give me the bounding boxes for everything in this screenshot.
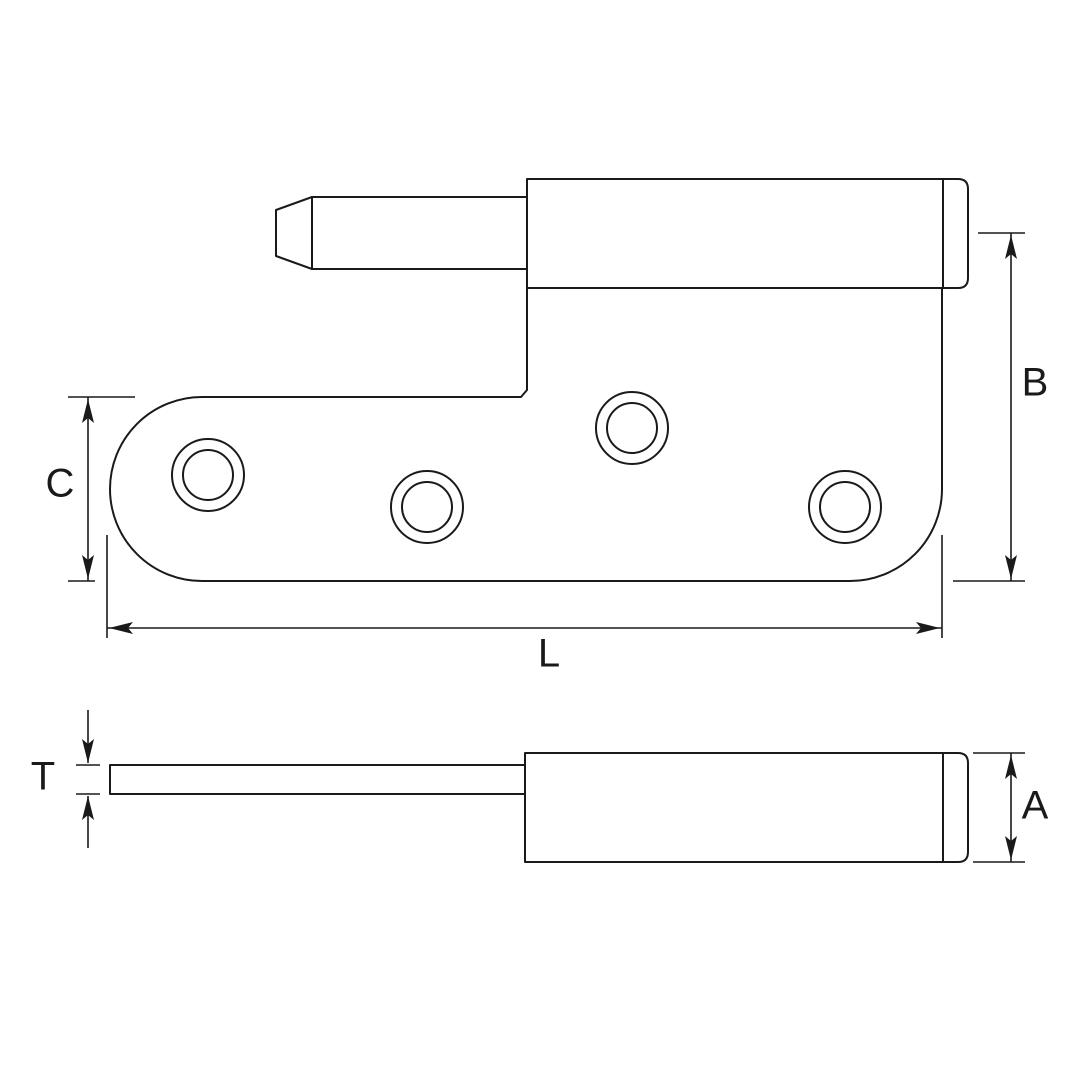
dimension-b-label: B [1022,361,1049,405]
hinge-leaf [109,287,943,582]
dimension-l: L [106,535,943,676]
dimension-c: C [46,396,135,582]
side-barrel-end-cap [942,752,969,863]
top-view: C B L [46,178,1049,676]
dimension-l-label: L [538,632,560,676]
barrel-end-cap [942,178,969,289]
screw-hole-1 [171,438,245,512]
side-barrel [524,752,944,863]
dimension-c-label: C [46,462,75,506]
hinge-pin-tip [275,196,313,270]
screw-hole-3 [595,391,669,465]
screw-hole-2 [390,470,464,544]
side-leaf [109,764,526,795]
side-view: T A [31,710,1049,863]
dimension-t-label: T [31,755,55,799]
dimension-t: T [31,710,100,848]
dimension-b: B [953,232,1049,582]
hinge-pin [311,196,528,270]
dimension-a: A [973,752,1049,863]
screw-hole-4 [808,470,882,544]
hinge-barrel [526,178,944,289]
dimension-a-label: A [1022,784,1049,828]
